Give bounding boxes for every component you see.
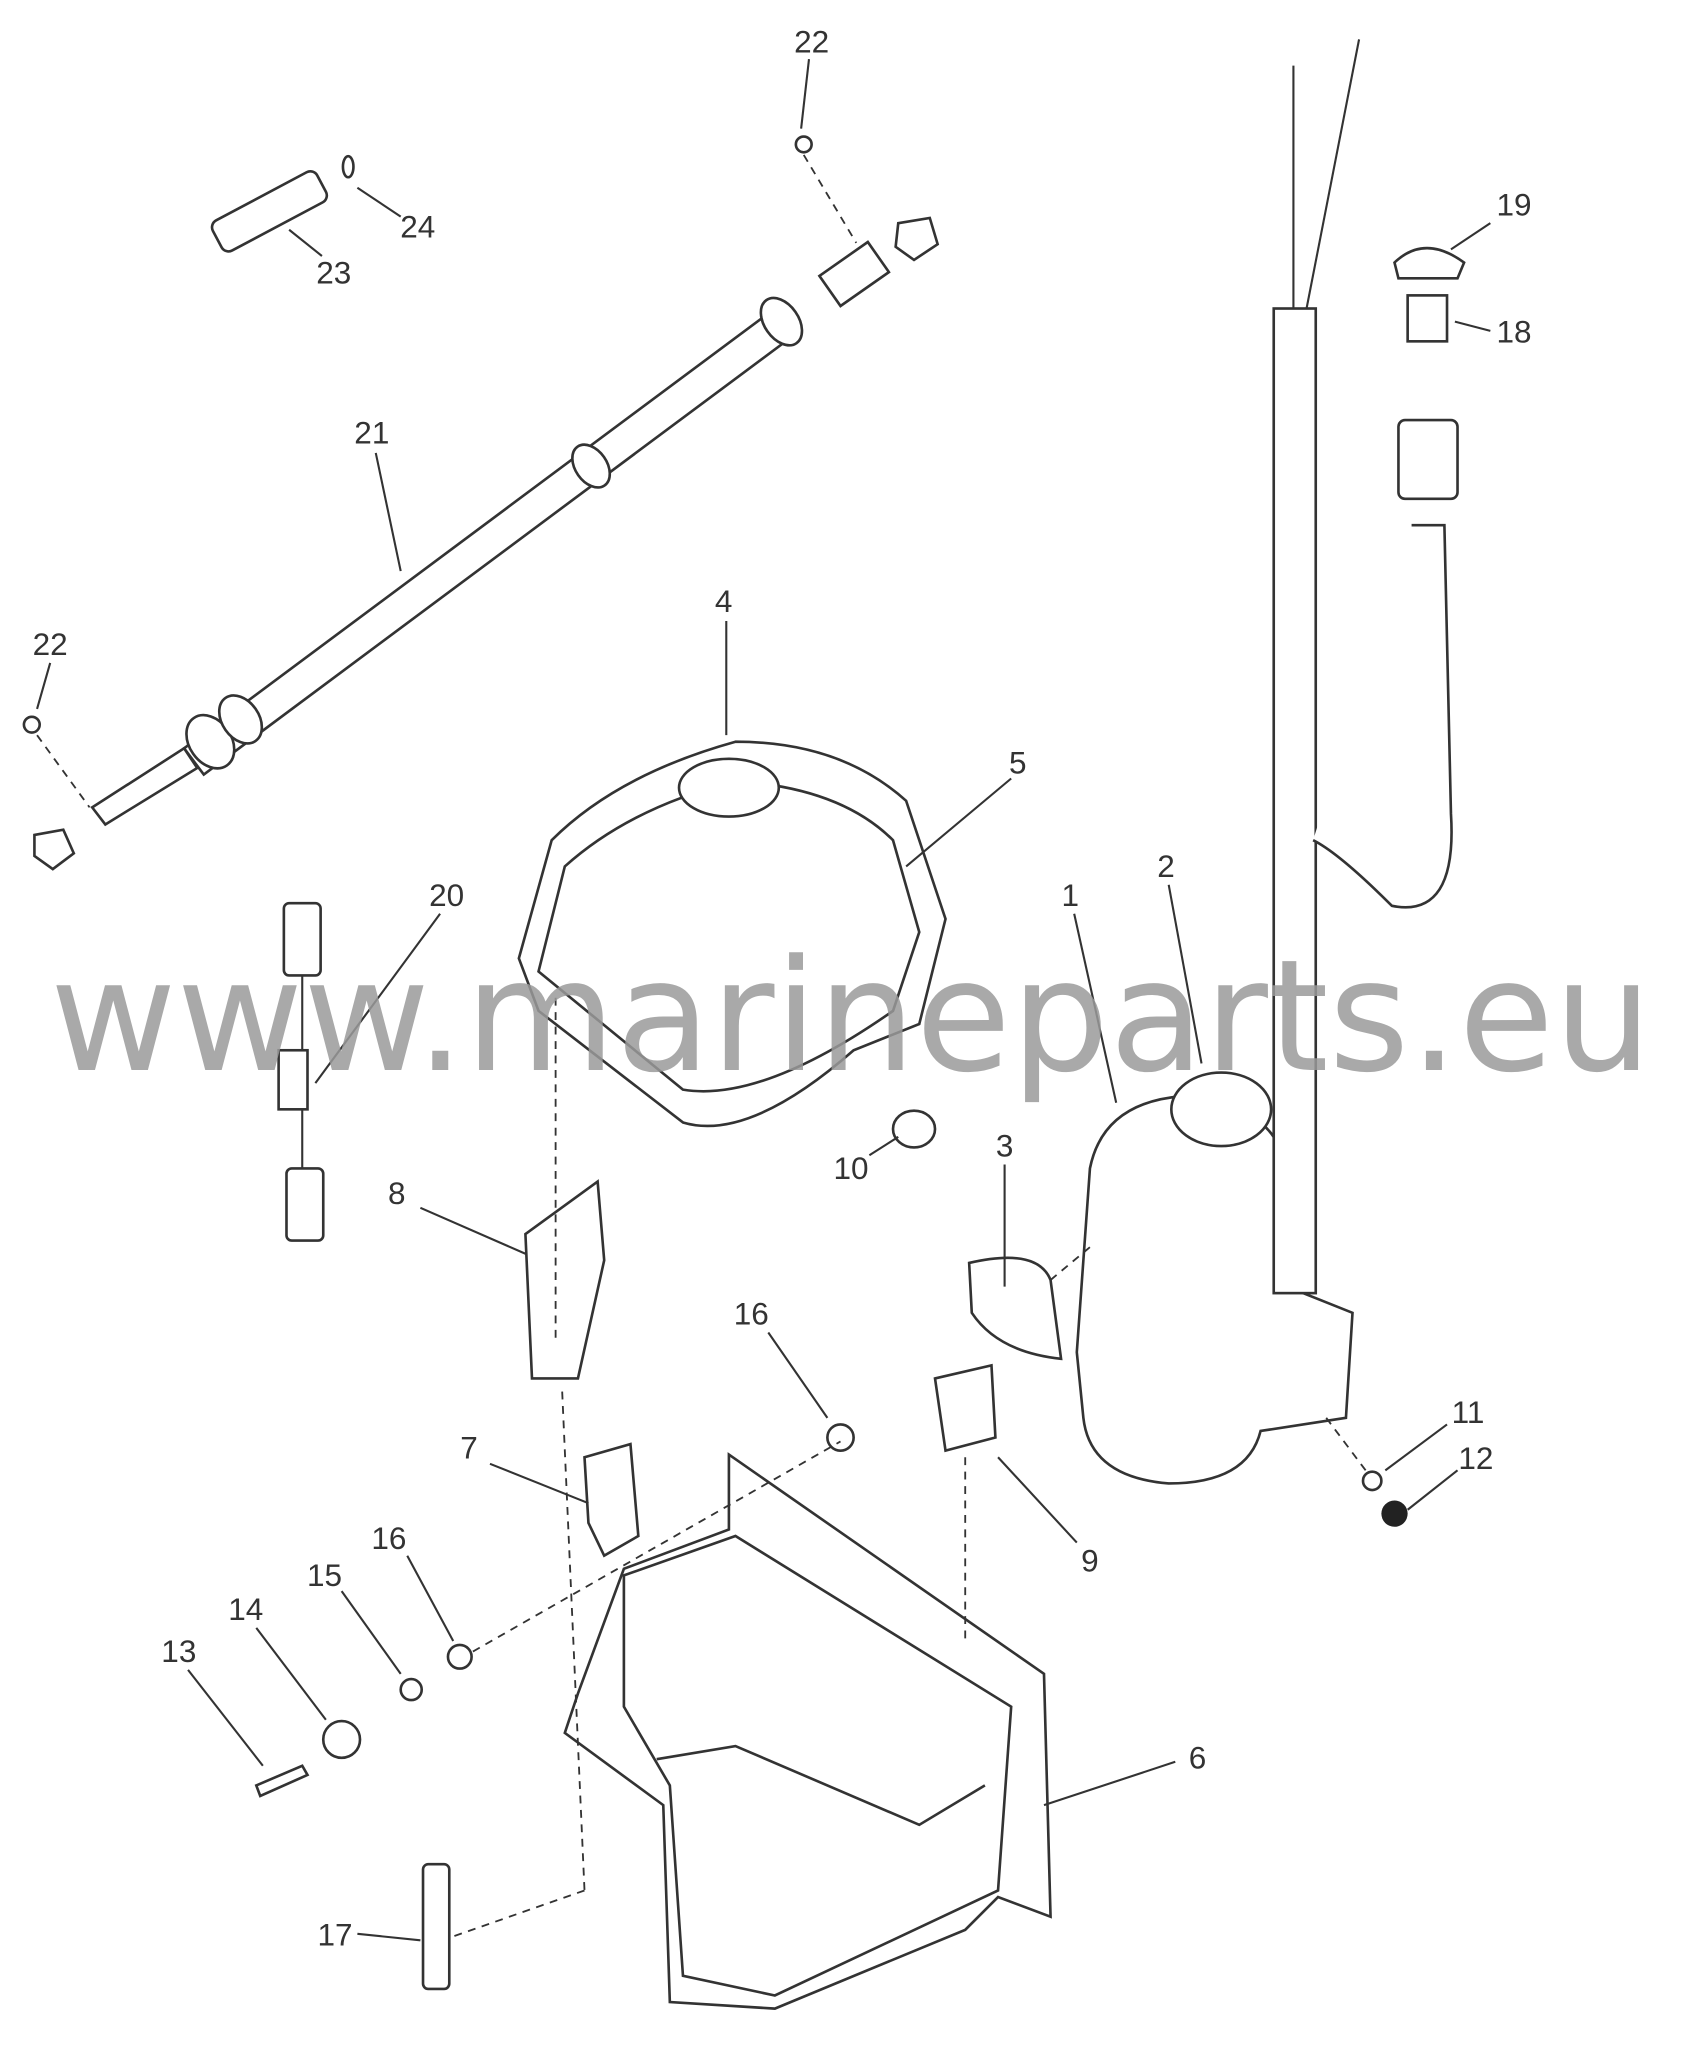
nut-12 [1381,1500,1408,1527]
tray-6 [563,1452,1052,2010]
bracket-8 [524,1179,606,1380]
callout-24: 24 [400,209,435,245]
washer-22 [22,715,41,734]
screw-16 [446,1643,473,1670]
callout-5: 5 [1009,744,1027,780]
callout-20: 20 [429,877,464,913]
plug [894,216,940,262]
cap-19 [1393,246,1466,280]
pump-1 [891,39,1466,1527]
plug [33,828,76,871]
callout-17: 17 [318,1917,353,1953]
label-3 [967,1256,1063,1361]
callout-16: 16 [734,1296,769,1332]
washer-15 [399,1677,424,1702]
callout-15: 15 [307,1557,342,1593]
leader-lines [36,58,1491,1942]
washer-11 [1361,1470,1383,1492]
callout-3: 3 [996,1128,1014,1164]
screw-16 [826,1423,855,1452]
callout-23: 23 [316,255,351,291]
callout-4: 4 [715,583,733,619]
callout-22: 22 [794,24,829,60]
callout-19: 19 [1496,186,1531,222]
grommet-9 [933,1363,997,1453]
sleeve-17 [421,1862,451,1991]
callout-22: 22 [33,626,68,662]
washer-22 [794,135,813,154]
callout-12: 12 [1458,1440,1493,1476]
callout-7: 7 [460,1430,478,1466]
callout-6: 6 [1189,1739,1207,1775]
nut-14 [321,1719,362,1760]
callout-9: 9 [1081,1542,1099,1578]
callout-18: 18 [1496,314,1531,350]
callout-16: 16 [371,1520,406,1556]
callout-8: 8 [388,1175,406,1211]
clamp-10 [891,1109,937,1149]
hose-21 [90,240,891,827]
watermark: www.marineparts.eu [50,926,1652,1107]
callout-1: 1 [1061,877,1079,913]
callout-10: 10 [833,1150,868,1186]
callout-14: 14 [228,1591,263,1627]
callout-2: 2 [1157,848,1175,884]
grommet-7 [583,1442,640,1558]
callout-13: 13 [161,1633,196,1669]
callout-11: 11 [1452,1394,1485,1430]
harness-20 [277,901,325,1242]
callout-21: 21 [354,415,389,451]
o-ring-24 [341,154,355,179]
fitting-23 [210,154,355,253]
cap-2 [1170,1071,1273,1148]
clip-18 [1406,294,1449,343]
cover-4 [517,740,947,1128]
cable [1272,307,1318,1295]
screw-13 [254,1764,310,1798]
